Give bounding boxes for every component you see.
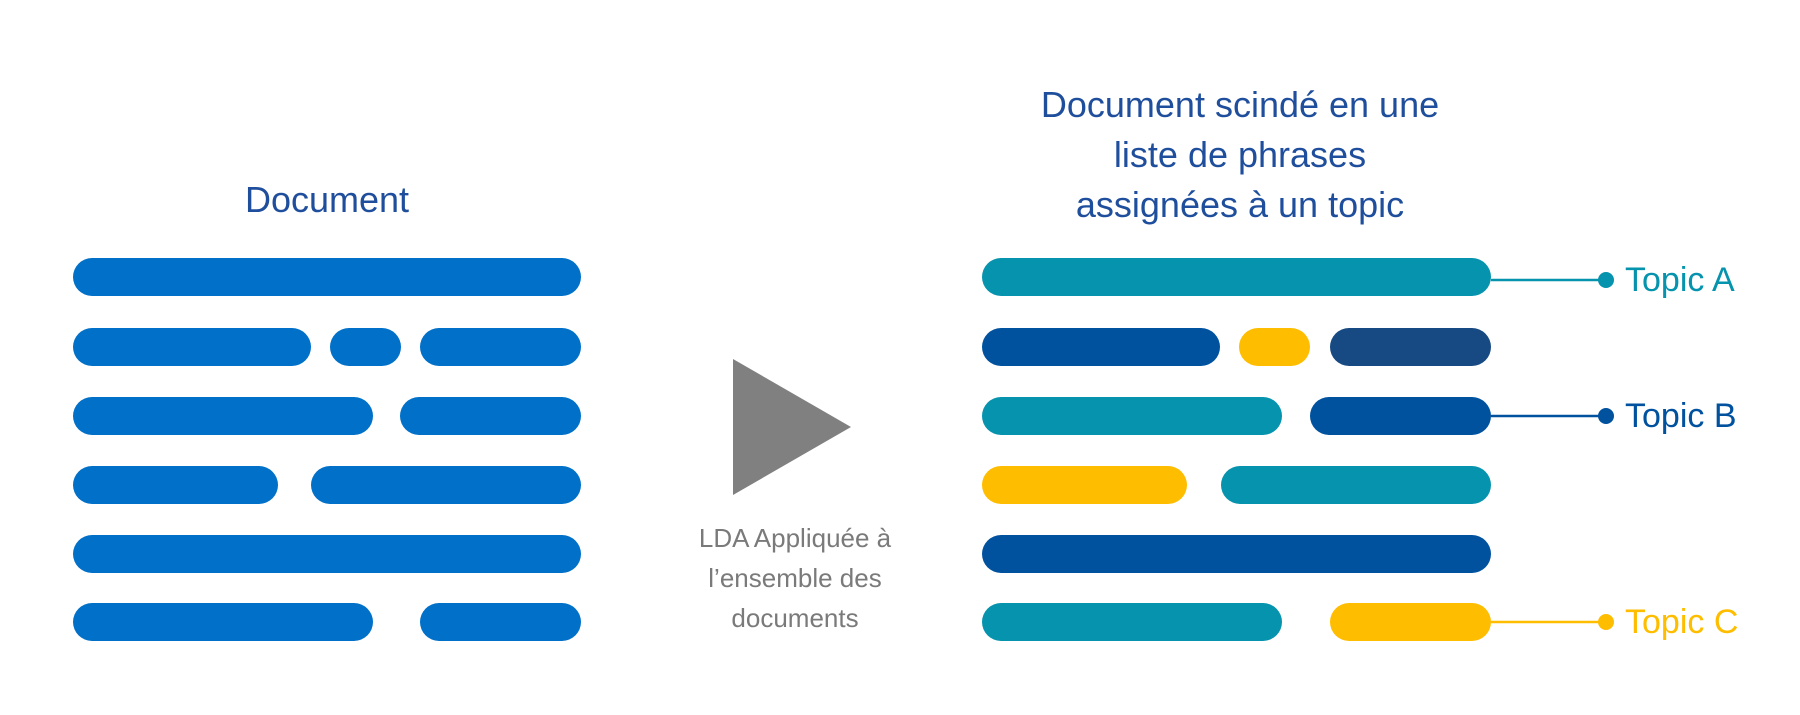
doc-line-bar bbox=[73, 603, 373, 641]
topic-a-label: Topic A bbox=[1625, 261, 1735, 299]
sentence-bar-topic-a bbox=[982, 603, 1282, 641]
sentence-bar-topic-b bbox=[982, 535, 1491, 573]
sentence-bar-topic-c bbox=[1239, 328, 1310, 366]
split-document-title: Document scindé en une liste de phrases … bbox=[940, 80, 1540, 230]
topic-c-connector-dot bbox=[1598, 614, 1614, 630]
doc-line-bar bbox=[420, 603, 581, 641]
doc-line-bar bbox=[73, 535, 581, 573]
split-document-title-line-1: Document scindé en une bbox=[1040, 84, 1440, 125]
doc-line-bar bbox=[73, 258, 581, 296]
sentence-bar-topic-a bbox=[982, 397, 1282, 435]
doc-line-bar bbox=[73, 328, 311, 366]
doc-line-bar bbox=[330, 328, 401, 366]
lda-caption-line-3: documents bbox=[731, 603, 859, 633]
sentence-bar-topic-b bbox=[1310, 397, 1491, 435]
sentence-bar-topic-b bbox=[1330, 328, 1491, 366]
sentence-bar-topic-b bbox=[982, 328, 1220, 366]
sentence-bar-topic-c bbox=[982, 466, 1187, 504]
topic-c-label: Topic C bbox=[1625, 603, 1739, 641]
topic-b-label: Topic B bbox=[1625, 397, 1737, 435]
sentence-bar-topic-a bbox=[982, 258, 1491, 296]
sentence-bar-topic-c bbox=[1330, 603, 1491, 641]
lda-caption-line-1: LDA Appliquée à bbox=[698, 523, 892, 553]
lda-caption-line-2: l’ensemble des bbox=[708, 563, 882, 593]
topic-b-connector-dot bbox=[1598, 408, 1614, 424]
split-document-title-line-3: assignées à un topic bbox=[1075, 184, 1405, 225]
document-title: Document bbox=[244, 179, 410, 220]
doc-line-bar bbox=[400, 397, 581, 435]
play-arrow-icon bbox=[733, 359, 851, 495]
sentence-bar-topic-a bbox=[1221, 466, 1491, 504]
doc-line-bar bbox=[73, 397, 373, 435]
topic-a-connector-dot bbox=[1598, 272, 1614, 288]
lda-caption: LDA Appliquée à l’ensemble des documents bbox=[645, 518, 945, 638]
split-document-title-line-2: liste de phrases bbox=[1113, 134, 1367, 175]
doc-line-bar bbox=[311, 466, 581, 504]
doc-line-bar bbox=[73, 466, 278, 504]
doc-line-bar bbox=[420, 328, 581, 366]
